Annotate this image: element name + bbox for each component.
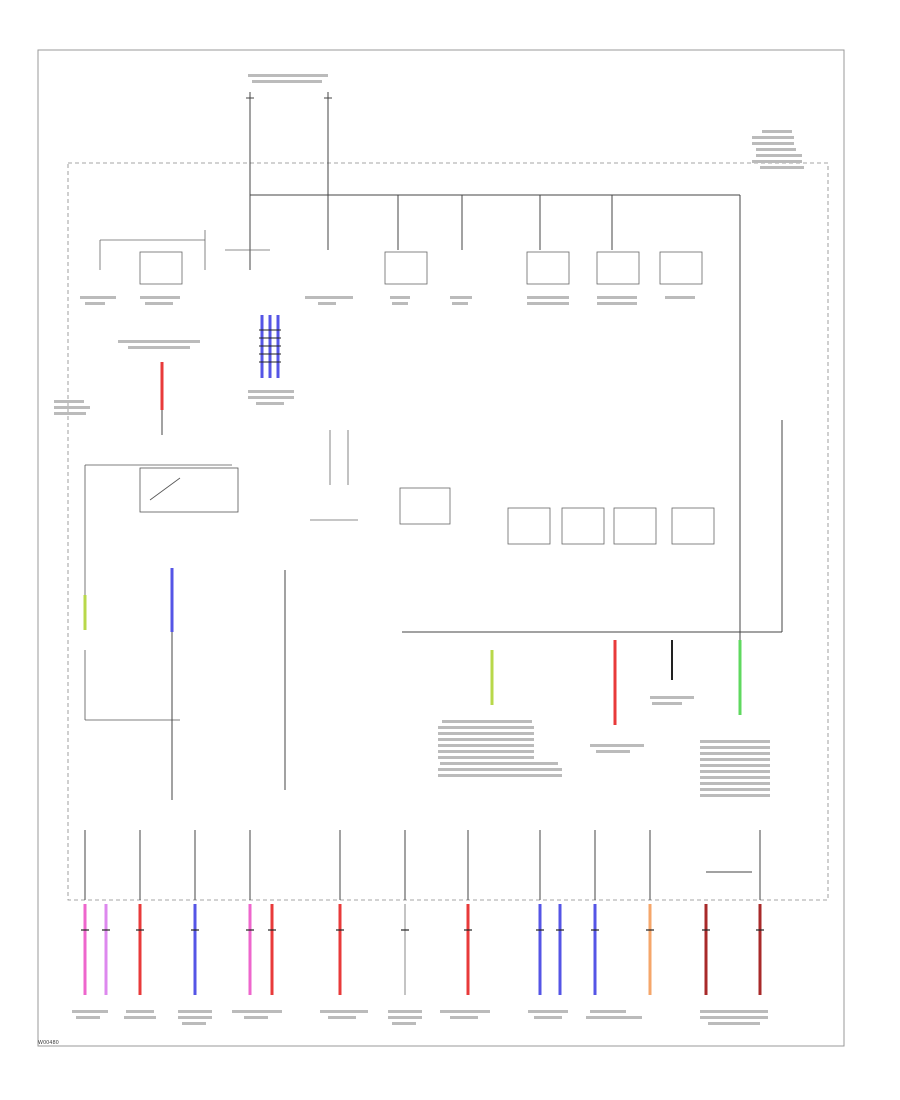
bottom-colored-wires <box>83 904 762 995</box>
blue-wire-hatching <box>259 329 281 363</box>
fuse-drops <box>327 195 741 640</box>
bottom-fuse-row <box>84 830 761 900</box>
bottom-labels <box>72 1010 768 1025</box>
fuse-box-outline <box>67 162 829 901</box>
relay-labels <box>80 296 695 305</box>
left-switch-block <box>84 464 239 721</box>
relay-row <box>99 230 703 285</box>
page-code: W00480 <box>38 1040 59 1046</box>
battery-feed-wires <box>246 92 332 270</box>
diagram-frame <box>37 49 845 1047</box>
lower-relay-row <box>310 430 715 545</box>
blue-wire-label <box>248 390 294 405</box>
mid-labels <box>438 696 770 797</box>
red-wire-label <box>54 340 200 415</box>
label-blocks-top <box>248 74 804 169</box>
